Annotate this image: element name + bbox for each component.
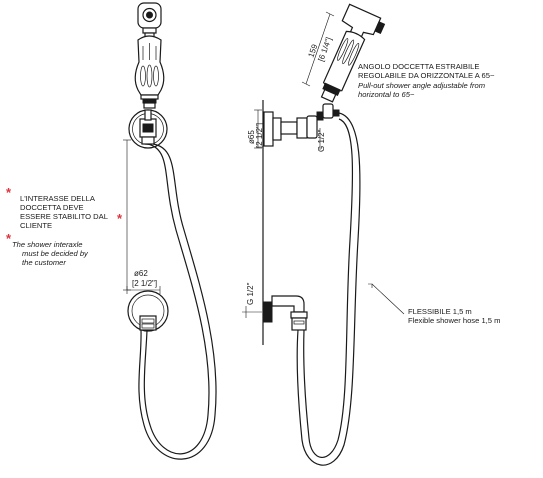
interaxis-note-en: The shower interaxle must be decided by … (12, 240, 88, 267)
interaxis-it-line: CLIENTE (20, 221, 53, 230)
len159-label: 159 (306, 43, 319, 59)
thread-top-label: G 1/2" (317, 129, 326, 152)
interaxis-note-it: L'INTERASSE DELLA DOCCETTA DEVE ESSERE S… (20, 194, 108, 230)
angle-en-line: horizontal to 65~ (358, 90, 415, 99)
hose-leader-line (371, 283, 405, 315)
hose-note-en: Flexible shower hose 1,5 m (408, 316, 501, 325)
thread-bottom-dimension: G 1/2" (242, 282, 262, 318)
d65-label: ø65 (247, 130, 256, 144)
d65-inch-label: [2 1/2"] (255, 123, 264, 148)
interaxis-it-line: ESSERE STABILITO DAL (20, 212, 108, 221)
angle-it-line: ANGOLO DOCCETTA ESTRAIBILE (358, 62, 480, 71)
interaxis-en-line: the customer (22, 258, 66, 267)
thread-bottom-label: G 1/2" (246, 282, 255, 305)
d65-dimension: ø65 [2 1/2"] (247, 109, 264, 149)
asterisk-note-en: * (6, 231, 12, 246)
asterisk-note-it: * (6, 185, 12, 200)
asterisk-interaxis-marker: * (117, 211, 123, 226)
d62-label: ø62 (134, 269, 148, 278)
interaxis-it-line: L'INTERASSE DELLA (20, 194, 95, 203)
d62-inch-label: [2 1/2"] (132, 279, 157, 288)
side-shower-head (320, 3, 386, 103)
interaxis-it-line: DOCCETTA DEVE (20, 203, 84, 212)
interaxis-en-line: The shower interaxle (12, 240, 83, 249)
front-upper-holder (128, 109, 168, 149)
hose-note-it: FLESSIBILE 1,5 m (408, 307, 472, 316)
side-upper-flange (263, 103, 340, 147)
front-shower-head (137, 2, 162, 39)
angle-note-it: ANGOLO DOCCETTA ESTRAIBILE REGOLABILE DA… (358, 62, 494, 80)
interaxis-dimension (123, 139, 131, 291)
len159-inch-label: [6 1/4"] (316, 36, 333, 63)
front-view: ø62 [2 1/2"] (123, 2, 217, 460)
hose-note: FLESSIBILE 1,5 m Flexible shower hose 1,… (408, 307, 500, 325)
front-hose (138, 143, 217, 460)
side-view: 159 [6 1/4"] ø65 [2 1/2"] G 1/2" G 1/2" (242, 3, 405, 466)
d62-dimension: ø62 [2 1/2"] (126, 269, 161, 294)
front-shower-handle (134, 35, 165, 109)
front-lower-outlet (127, 290, 169, 332)
angle-en-line: Pull-out shower angle adjustable from (358, 81, 486, 90)
interaxis-en-line: must be decided by (22, 249, 88, 258)
angle-it-line: REGOLABILE DA ORIZZONTALE A 65~ (358, 71, 495, 80)
side-lower-outlet (263, 295, 308, 331)
side-hose (296, 112, 361, 466)
angle-note-en: Pull-out shower angle adjustable from ho… (358, 81, 485, 99)
